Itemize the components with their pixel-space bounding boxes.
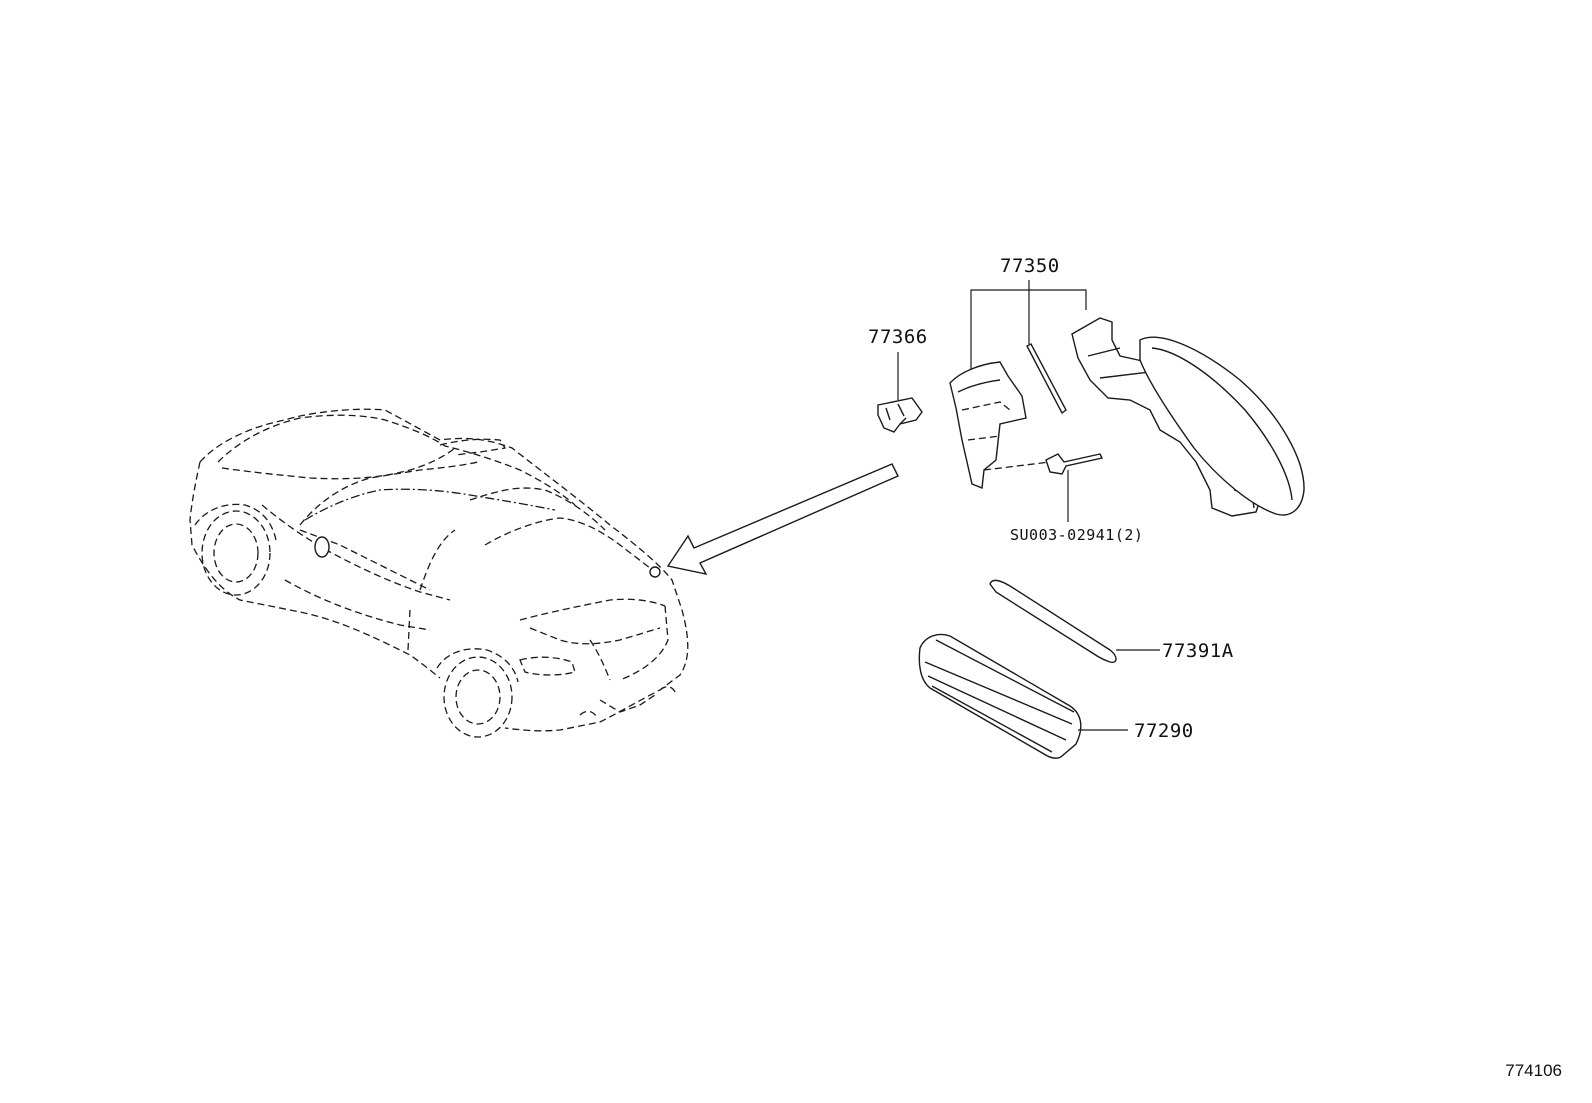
location-arrow: [666, 463, 899, 575]
part-label-77391a[interactable]: 77391A: [1162, 640, 1234, 662]
drawing-number: 774106: [1505, 1061, 1562, 1080]
part-77290-drawing: [918, 633, 1128, 759]
part-label-su003-02941[interactable]: SU003-02941(2): [1010, 526, 1144, 544]
part-label-77350[interactable]: 77350: [1000, 255, 1060, 277]
vehicle-illustration: [189, 408, 689, 738]
part-77350-drawing: [949, 280, 1305, 522]
part-label-77290[interactable]: 77290: [1134, 720, 1194, 742]
part-label-77366[interactable]: 77366: [868, 326, 928, 348]
part-77366-drawing: [877, 352, 923, 433]
part-77391A-drawing: [989, 579, 1160, 664]
